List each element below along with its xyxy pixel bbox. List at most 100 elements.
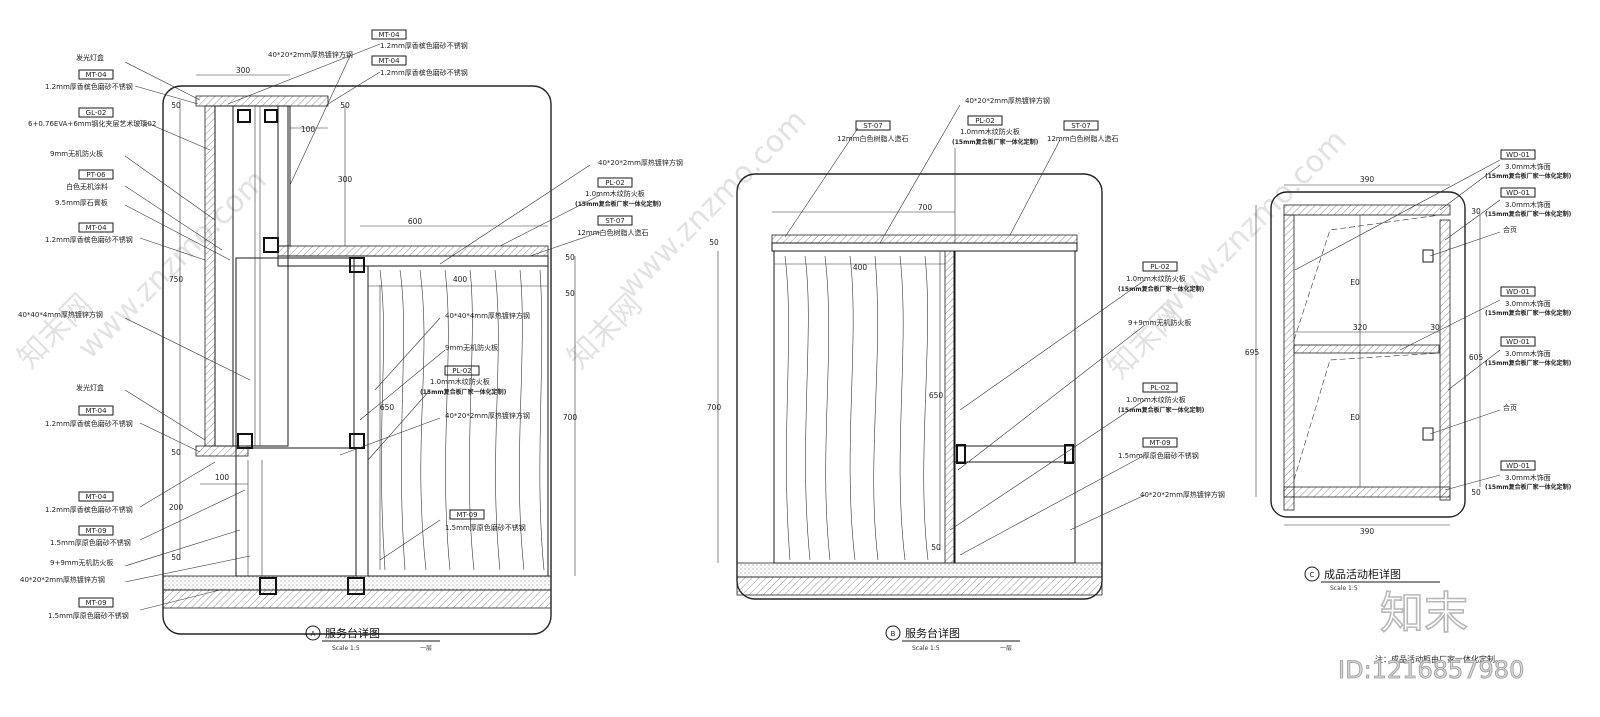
label-c-5: 合页 — [1503, 403, 1517, 412]
drawing-b-title: 服务台详图 — [905, 626, 960, 640]
label-a-right-1: 1.0mm木纹防火板 — [585, 189, 645, 198]
drawing-b-scale: Scale 1:5 — [912, 645, 940, 652]
dim-a-50f: 50 — [171, 553, 181, 562]
dim-b-650: 650 — [929, 391, 944, 400]
tag-a-left-9: MT-04 — [85, 407, 107, 415]
dim-a-100b: 100 — [215, 473, 230, 482]
tag-a-right-2: ST-07 — [605, 217, 625, 225]
dim-a-50d: 50 — [565, 289, 575, 298]
tag-b-right-2: PL-02 — [1150, 384, 1169, 392]
label-b-right-0: 1.0mm木纹防火板 — [1126, 274, 1186, 283]
dim-b-700: 700 — [918, 203, 933, 212]
tag-a-left-6: MT-04 — [85, 224, 107, 232]
tag-b-right-0: PL-02 — [1150, 263, 1169, 271]
label-b-right-3: 1.5mm厚原色磨砂不锈钢 — [1118, 451, 1199, 460]
label-c-6b: (15mm复合板厂家一体化定制) — [1485, 483, 1572, 491]
label-a-left-3: 9mm无机防火板 — [50, 149, 103, 158]
drawing-a-frame — [162, 85, 552, 635]
dim-a-100: 100 — [301, 125, 316, 134]
dim-b-50b: 50 — [931, 543, 941, 552]
label-c-2: 合页 — [1503, 225, 1517, 234]
label-a-top-0: 1.2mm厚香槟色磨砂不锈钢 — [380, 41, 468, 50]
label-a-left-12: 9+9mm无机防火板 — [50, 558, 113, 567]
dim-c-695: 695 — [1245, 348, 1260, 357]
label-c-3: 3.0mm木饰面 — [1505, 299, 1551, 308]
drawing-b-floor: 一层 — [1000, 645, 1012, 652]
wall-frame — [232, 105, 289, 447]
wall-panel — [204, 105, 216, 447]
label-a-right-2: 12mm白色树脂人造石 — [577, 228, 649, 237]
dim-c-30b: 30 — [1430, 323, 1440, 332]
label-a-top-2: 1.2mm厚香槟色磨砂不锈钢 — [380, 68, 468, 77]
counter-top-b — [771, 234, 1078, 244]
label-a-right-0: 40*20*2mm厚热镀锌方钢 — [598, 158, 683, 167]
tag-a-left-2: GL-02 — [86, 109, 107, 117]
tag-a-left-4: PT-06 — [86, 171, 106, 179]
label-a-left-4: 白色无机涂料 — [66, 182, 108, 191]
label-a-left-0: 发光灯盒 — [76, 53, 104, 62]
label-a-left-9: 1.2mm厚香槟色磨砂不锈钢 — [45, 419, 133, 428]
dim-a-650: 650 — [380, 403, 395, 412]
label-a-inner-4: 1.5mm厚原色磨砂不锈钢 — [445, 523, 526, 532]
label-a-left-5: 9.5mm厚石膏板 — [55, 198, 108, 207]
drawing-a: 300 100 50 50 300 750 600 400 50 50 650 … — [18, 29, 683, 652]
label-b-top-1: 12mm白色树脂人造石 — [837, 134, 909, 143]
label-a-left-14: 1.5mm厚原色磨砂不锈钢 — [48, 611, 129, 620]
tag-b-top-2: PL-02 — [975, 117, 994, 125]
label-b-right-4: 40*20*2mm厚热镀锌方钢 — [1140, 490, 1225, 499]
drawing-a-title: 服务台详图 — [325, 626, 380, 640]
drawing-b: 700 400 50 700 650 50 40*20*2mm厚热镀锌方钢 ST… — [707, 96, 1225, 652]
tag-a-inner-2: PL-02 — [452, 367, 471, 375]
label-b-right-2b: (15mm复合板厂家一体化定制) — [1118, 406, 1205, 414]
tag-b-right-3: MT-09 — [1149, 439, 1170, 447]
drawing-c-title: 成品活动柜详图 — [1324, 567, 1401, 581]
dim-c-320: 320 — [1353, 323, 1368, 332]
dim-a-200: 200 — [169, 503, 184, 512]
wood-panel-b — [773, 250, 955, 564]
label-b-top-0: 40*20*2mm厚热镀锌方钢 — [965, 96, 1050, 105]
label-c-6: 3.0mm木饰面 — [1505, 473, 1551, 482]
label-b-right-2: 1.0mm木纹防火板 — [1126, 395, 1186, 404]
dim-c-605: 605 — [1469, 353, 1484, 362]
asset-id: ID:1216857980 — [1338, 656, 1524, 684]
dim-a-300b: 300 — [338, 175, 353, 184]
label-a-right-1b: (15mm复合板厂家一体化定制) — [575, 200, 662, 208]
top-cap — [195, 95, 329, 107]
label-c-3b: (15mm复合板厂家一体化定制) — [1485, 309, 1572, 317]
tag-c-0: WD-01 — [1506, 151, 1530, 159]
label-b-right-0b: (15mm复合板厂家一体化定制) — [1118, 285, 1205, 293]
dim-a-300: 300 — [236, 66, 251, 75]
dim-a-600: 600 — [408, 217, 423, 226]
dim-a-750: 750 — [169, 275, 184, 284]
brand-logo: 知末 — [1380, 588, 1468, 639]
drawing-b-id: B — [891, 630, 896, 638]
dim-b-700b: 700 — [707, 403, 722, 412]
drawing-a-id: A — [311, 630, 316, 638]
dim-c-390: 390 — [1360, 175, 1375, 184]
label-a-left-8: 发光灯盒 — [76, 383, 104, 392]
label-a-left-1: 1.2mm厚香槟色磨砂不锈钢 — [45, 82, 133, 91]
dim-a-400: 400 — [453, 275, 468, 284]
drawing-b-frame — [736, 173, 1103, 600]
dim-a-700: 700 — [563, 413, 578, 422]
tag-c-3: WD-01 — [1506, 288, 1530, 296]
tag-a-inner-4: MT-09 — [456, 511, 477, 519]
tag-b-top-1: ST-07 — [863, 122, 883, 130]
label-b-right-1: 9+9mm无机防火板 — [1128, 318, 1191, 327]
label-a-left-11: 1.5mm厚原色磨砂不锈钢 — [50, 538, 131, 547]
label-a-top-1: 40*20*2mm厚热镀锌方钢 — [268, 50, 353, 59]
floor-slab — [162, 589, 552, 609]
dim-a-50b: 50 — [340, 101, 350, 110]
dim-a-50: 50 — [171, 101, 181, 110]
cabinet-note: 注：成品活动柜由厂家一体化定制。 — [1375, 654, 1503, 664]
label-a-left-10: 1.2mm厚香槟色磨砂不锈钢 — [45, 505, 133, 514]
label-c-4: 3.0mm木饰面 — [1505, 349, 1551, 358]
drawing-c-frame — [1270, 191, 1466, 518]
dim-c-390b: 390 — [1360, 527, 1375, 536]
label-c-1b: (15mm复合板厂家一体化定制) — [1485, 210, 1572, 218]
tag-a-top-0: MT-04 — [378, 31, 400, 39]
label-c-1: 3.0mm木饰面 — [1505, 200, 1551, 209]
dim-c-30: 30 — [1471, 207, 1481, 216]
tag-a-right-1: PL-02 — [605, 179, 624, 187]
